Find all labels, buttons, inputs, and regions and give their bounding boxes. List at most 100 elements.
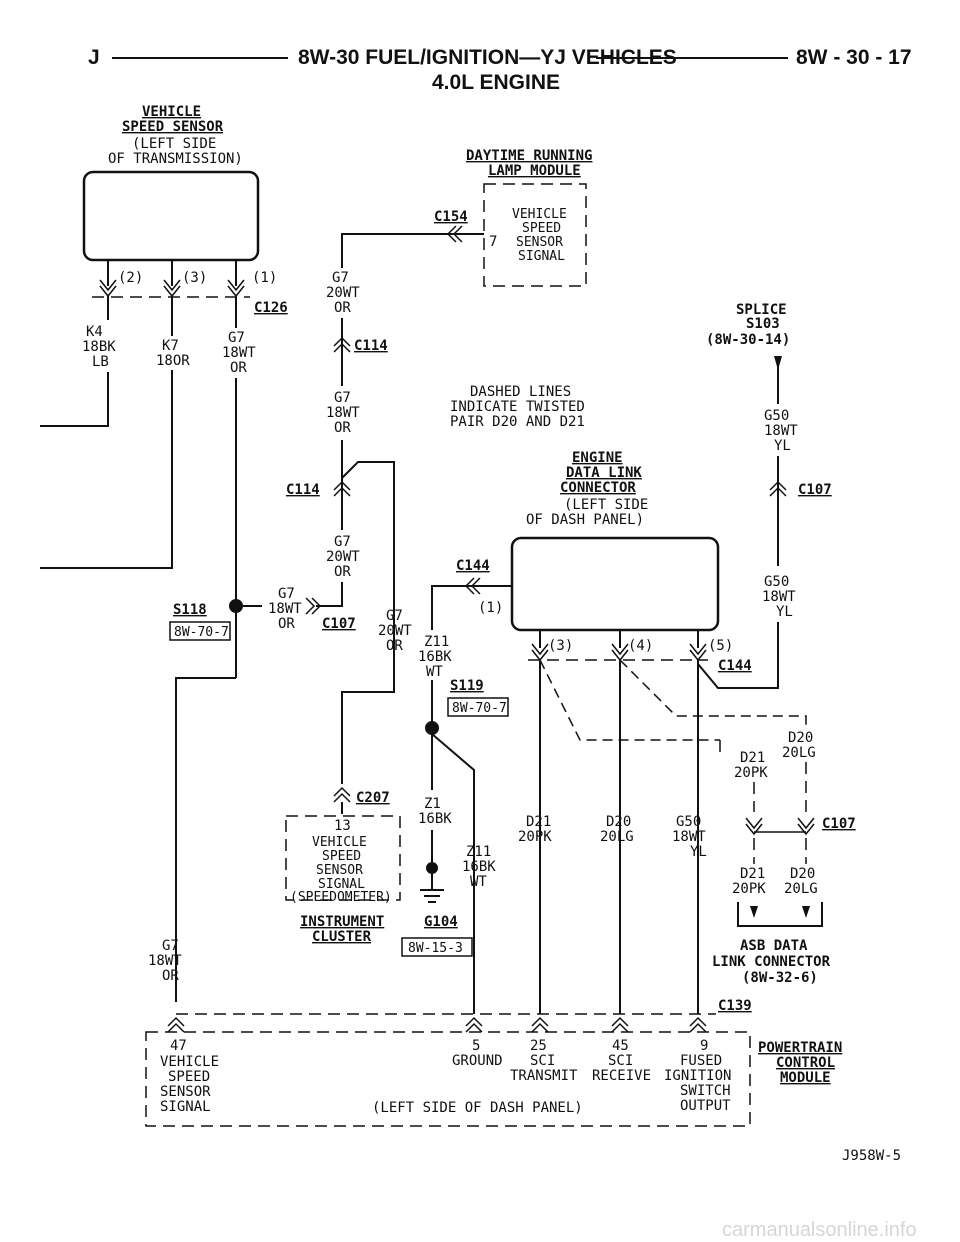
g7-20wt-color: OR: [334, 300, 351, 316]
s119-ref-box: [447, 697, 509, 717]
wire-g7-bypass: [341, 461, 395, 784]
wire-k7-code: K7: [162, 338, 179, 354]
g7-20wt-c-gauge: 20WT: [378, 623, 412, 639]
cluster-signal-2: SPEED: [322, 849, 361, 864]
drl-title-2: LAMP MODULE: [488, 163, 581, 179]
wire-k4: [40, 372, 109, 427]
pcm-sci-transmit-1: SCI: [530, 1053, 555, 1069]
drl-signal-3: SENSOR: [516, 235, 563, 250]
wire-k4-code: K4: [86, 324, 103, 340]
asb-d21-bottom-color: 20PK: [732, 881, 766, 897]
pcm-vss-4: SIGNAL: [160, 1099, 211, 1115]
d21-color: 20PK: [518, 829, 552, 845]
pcm-vss-1: VEHICLE: [160, 1054, 219, 1070]
drl-module: DAYTIME RUNNING LAMP MODULE C154 7 VEHIC…: [341, 148, 592, 287]
z11-gauge: 16BK: [418, 649, 452, 665]
c139-label: C139: [718, 998, 752, 1014]
vss-component-box: [82, 170, 260, 262]
c207-terminal: [333, 786, 351, 803]
c107-asb-terminal-2: [797, 817, 815, 836]
s118-label: S118: [173, 602, 207, 618]
splice-s118: S118 8W-70-7: [169, 599, 262, 1002]
pcm-title-2: CONTROL: [776, 1055, 835, 1071]
c144-left-label: C144: [456, 558, 490, 574]
g7-18wt-color: OR: [334, 420, 351, 436]
header-letter: J: [88, 46, 100, 69]
wire-g7-c107: [316, 582, 343, 607]
edl-pin-5: (5): [708, 638, 733, 654]
g7-pcm-color: OR: [162, 968, 179, 984]
c107-terminal: [305, 597, 322, 615]
g50-pcm-color: YL: [690, 844, 707, 860]
pcm-location: (LEFT SIDE OF DASH PANEL): [372, 1100, 583, 1116]
vss-location-1: (LEFT SIDE: [132, 136, 216, 152]
c126-label: C126: [254, 300, 288, 316]
asb-title-1: ASB DATA: [740, 938, 808, 954]
pcm-pin-47: 47: [170, 1038, 187, 1054]
c107-g50-terminal: [769, 480, 787, 497]
s103-arrow: [774, 356, 782, 370]
z11b-gauge: 16BK: [462, 859, 496, 875]
vss-pin-2: (2): [118, 270, 143, 286]
pcm-sci-transmit-2: TRANSMIT: [510, 1068, 578, 1084]
g7-20wt-b-gauge: 20WT: [326, 549, 360, 565]
wire-g7-color: OR: [230, 360, 247, 376]
s118-ref: 8W-70-7: [174, 625, 229, 640]
d21-code: D21: [526, 814, 551, 830]
drl-dashed-outline: [483, 183, 587, 287]
c114-upper-label: C114: [354, 338, 388, 354]
vss-output-wires: K4 18BK LB K7 18OR G7 18WT OR: [40, 296, 256, 602]
asb-d20-top-code: D20: [788, 730, 813, 746]
header-title: 8W-30 FUEL/IGNITION—YJ VEHICLES: [298, 46, 677, 69]
page-header: J 8W-30 FUEL/IGNITION—YJ VEHICLES 8W - 3…: [88, 46, 912, 94]
wire-z11-pcm: [431, 733, 475, 1014]
pcm-pin-9-terminal: [689, 1016, 707, 1033]
g50-right-color: YL: [776, 604, 793, 620]
z11-code: Z11: [424, 634, 449, 650]
c144-right-label: C144: [718, 658, 752, 674]
splice-s118-dot: [229, 599, 243, 613]
edl-title-1: ENGINE: [572, 450, 623, 466]
g50-pcm-code: G50: [676, 814, 701, 830]
s103-title-2: S103: [746, 316, 780, 332]
cluster-signal-1: VEHICLE: [312, 835, 367, 850]
pcm-vss-3: SENSOR: [160, 1084, 211, 1100]
data-link-wires: D21 20PK D20 20LG G50 18WT YL G7 18WT OR: [148, 659, 807, 1014]
g7-20wt-b-color: OR: [334, 564, 351, 580]
pcm-fused-4: OUTPUT: [680, 1098, 731, 1114]
drl-title-1: DAYTIME RUNNING: [466, 148, 592, 164]
wire-k4-color: LB: [92, 354, 109, 370]
c114-upper-terminal: [333, 336, 351, 353]
vss-pin-3: (3): [182, 270, 207, 286]
wire-k7-gauge: 18OR: [156, 353, 190, 369]
center-g7-chain: G7 20WT OR C114 G7 18WT OR C114 G7 20WT …: [268, 270, 412, 784]
vss-pin-1: (1): [252, 270, 277, 286]
g50-upper-color: YL: [774, 438, 791, 454]
g7-20wt-c-color: OR: [386, 638, 403, 654]
twisted-pair-note: DASHED LINES INDICATE TWISTED PAIR D20 A…: [450, 384, 585, 430]
wire-g7-drl: [341, 233, 484, 268]
g104-ref-box: [401, 937, 473, 957]
pcm-pin-5: 5: [472, 1038, 480, 1054]
wire-g50-edl: [697, 622, 779, 689]
cluster-signal-5: (SPEEDOMETER): [290, 890, 392, 905]
g7-18wt-b-code: G7: [278, 586, 295, 602]
powertrain-control-module: C139 47 VEHICLE SPEED SENSOR SIGNAL 5 GR…: [145, 998, 842, 1127]
c154-label: C154: [434, 209, 468, 225]
z1-code: Z1: [424, 796, 441, 812]
s103-ref: (8W-30-14): [706, 332, 790, 348]
edl-pin-4: (4): [628, 638, 653, 654]
g50-right-gauge: 18WT: [762, 589, 796, 605]
z11-color: WT: [426, 664, 443, 680]
pcm-sci-receive-2: RECEIVE: [592, 1068, 651, 1084]
c107-asb-terminal-1: [745, 817, 763, 836]
drl-pin-7: 7: [489, 234, 497, 250]
splice-s119-dot: [425, 721, 439, 735]
pcm-pin-5-terminal: [465, 1016, 483, 1033]
c114-lower-label: C114: [286, 482, 320, 498]
pcm-ground: GROUND: [452, 1053, 503, 1069]
c107-g50-label: C107: [798, 482, 832, 498]
g50-pcm-gauge: 18WT: [672, 829, 706, 845]
header-subtitle: 4.0L ENGINE: [432, 71, 560, 94]
wire-g7-code: G7: [228, 330, 245, 346]
